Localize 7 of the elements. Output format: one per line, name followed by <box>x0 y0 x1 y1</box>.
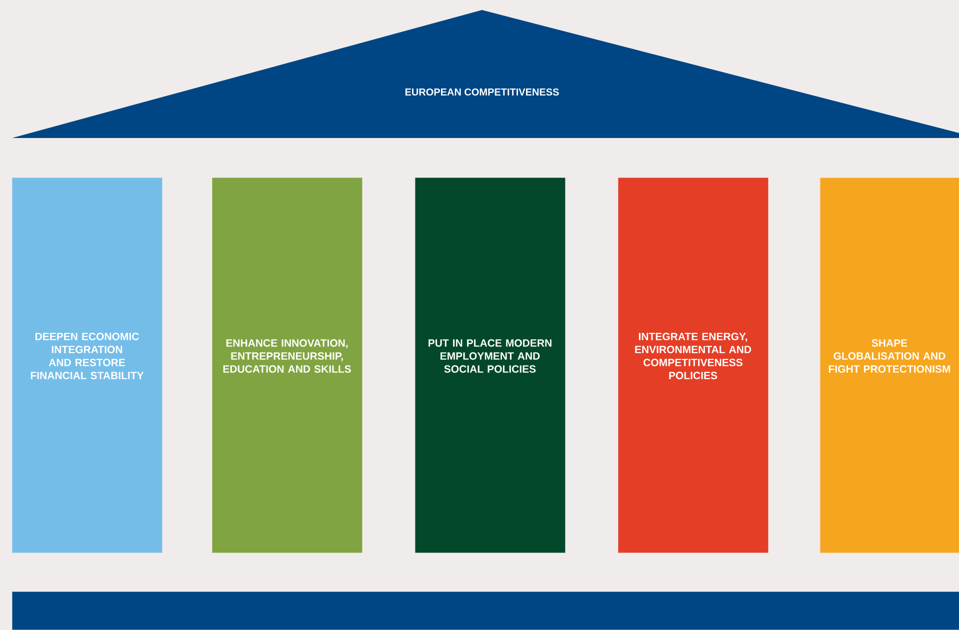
roof-triangle: EUROPEAN COMPETITIVENESS <box>12 10 959 138</box>
pillar-box: ENHANCE INNOVATION, ENTREPRENEURSHIP, EDUCATION AND SKILLS <box>212 178 362 553</box>
base-bar <box>12 592 959 630</box>
pillar-box: SHAPE GLOBALISATION AND FIGHT PROTECTIONISM <box>820 178 959 553</box>
pillar-box: PUT IN PLACE MODERN EMPLOYMENT AND SOCIAL POLICIES <box>415 178 566 553</box>
pillar-box: INTEGRATE ENERGY, ENVIRONMENTAL AND COMPETITIVENESS POLICIES <box>618 178 768 553</box>
pillar-box: DEEPEN ECONOMIC INTEGRATION AND RESTORE FINANCIAL STABILITY <box>12 178 162 553</box>
